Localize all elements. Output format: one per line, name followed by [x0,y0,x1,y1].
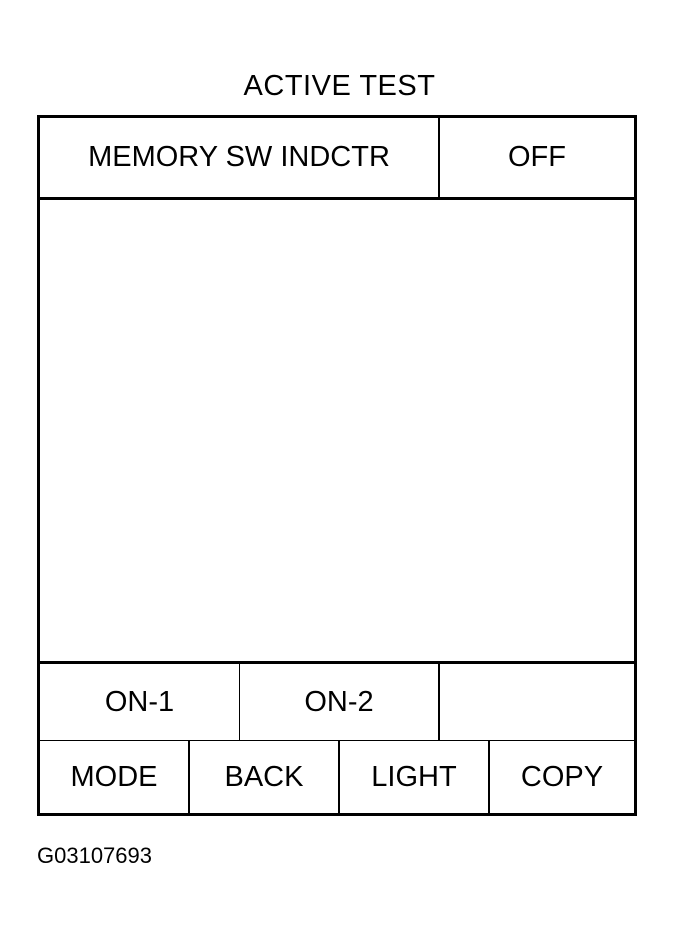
test-item-name: MEMORY SW INDCTR [40,118,440,197]
copy-button[interactable]: COPY [520,760,604,793]
on-1-button[interactable]: ON-1 [40,664,240,740]
test-item-row: MEMORY SW INDCTR OFF [40,118,634,200]
on-2-button[interactable]: ON-2 [240,664,440,740]
display-area [40,200,634,661]
test-item-value: OFF [508,141,566,173]
empty-button[interactable] [440,664,634,740]
test-button-row: ON-1 ON-2 [40,661,634,741]
screen-title: ACTIVE TEST [243,70,436,102]
back-button[interactable]: BACK [190,741,340,813]
figure-code: G03107693 [37,843,152,868]
mode-button[interactable]: MODE [40,741,190,813]
active-test-panel: MEMORY SW INDCTR OFF ON-1 ON-2 MODE BACK… [37,115,637,816]
light-button[interactable]: LIGHT [340,741,490,813]
function-button-row: MODE BACK LIGHT COPY [40,741,634,813]
